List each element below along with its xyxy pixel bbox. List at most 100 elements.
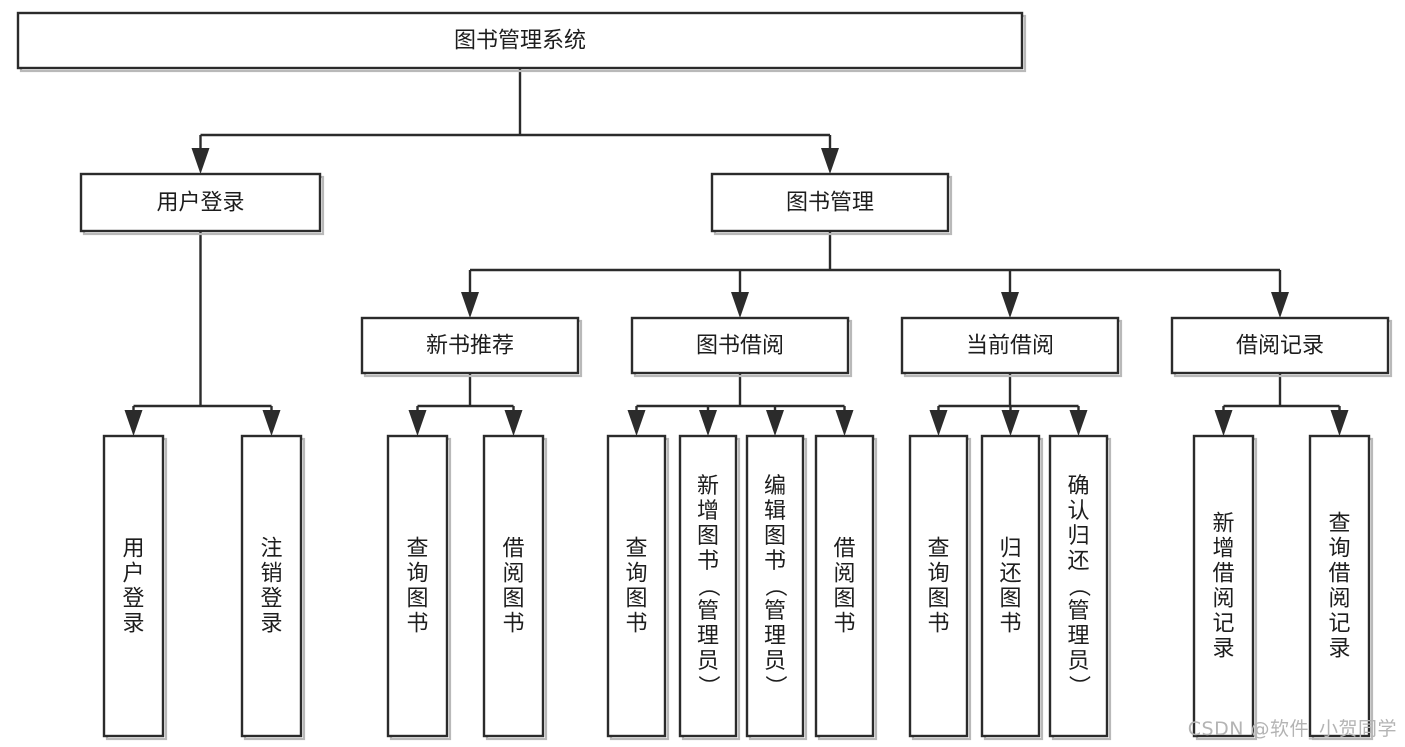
node-leaf-add-book-admin-label-char: 图: [697, 524, 719, 549]
node-leaf-user-login-label-char: 用: [122, 537, 144, 562]
node-leaf-user-login[interactable]: 用户登录: [102, 434, 168, 741]
node-leaf-edit-book-admin-label-char: 理: [764, 624, 786, 649]
node-leaf-return-book-label-char: 归: [999, 537, 1021, 562]
node-current-borrow-box[interactable]: [900, 316, 1120, 375]
arrow-to-leaf-edit-book-admin: [766, 410, 784, 436]
arrow-to-leaf-borrow-book-1: [504, 410, 523, 436]
arrow-to-leaf-query-book-3: [929, 410, 948, 436]
node-leaf-query-borrow-record-label-char: 阅: [1328, 587, 1350, 612]
node-book-manage-label: 图书管理: [786, 191, 874, 216]
node-root-root-label: 图书管理系统: [454, 29, 586, 54]
arrow-to-user-login: [191, 148, 210, 174]
node-leaf-confirm-return-admin-box[interactable]: [1048, 434, 1109, 738]
node-leaf-query-book-3-label-char: 查: [927, 537, 949, 562]
node-leaf-edit-book-admin-label-char: 辑: [764, 499, 786, 524]
node-leaf-confirm-return-admin-label-char: （: [1066, 575, 1091, 597]
node-leaf-query-book-1-box[interactable]: [386, 434, 449, 738]
node-leaf-edit-book-admin-label-char: 书: [764, 549, 786, 574]
node-leaf-confirm-return-admin-label-char: 还: [1067, 549, 1089, 574]
node-leaf-confirm-return-admin-label-char: 认: [1067, 499, 1089, 524]
node-book-manage[interactable]: 图书管理: [710, 172, 953, 236]
node-borrow-record[interactable]: 借阅记录: [1170, 316, 1393, 378]
node-leaf-borrow-book-2-box[interactable]: [814, 434, 875, 738]
node-leaf-return-book-label-char: 书: [999, 612, 1021, 637]
node-book-borrow-box[interactable]: [630, 316, 850, 375]
node-leaf-query-borrow-record-label-char: 查: [1328, 512, 1350, 537]
arrow-to-leaf-add-borrow-record: [1214, 410, 1233, 436]
node-root-root-box[interactable]: [16, 11, 1024, 70]
node-leaf-query-book-2-box[interactable]: [606, 434, 667, 738]
node-book-borrow-label: 图书借阅: [696, 334, 784, 359]
node-leaf-edit-book-admin-label-char: （: [762, 575, 787, 597]
node-new-book-recommend-box[interactable]: [360, 316, 580, 375]
node-borrow-record-box[interactable]: [1170, 316, 1390, 375]
node-borrow-record-label: 借阅记录: [1236, 334, 1324, 359]
node-leaf-borrow-book-2-label-char: 图: [833, 587, 855, 612]
arrow-to-leaf-user-login: [124, 410, 143, 436]
node-leaf-edit-book-admin-label-char: ）: [762, 675, 787, 697]
node-leaf-query-book-1-label-char: 查: [406, 537, 428, 562]
connector-layer: [124, 68, 1349, 436]
arrow-to-leaf-query-book-1: [408, 410, 427, 436]
node-leaf-borrow-book-1-label-char: 借: [502, 537, 524, 562]
node-user-login-box[interactable]: [79, 172, 322, 233]
node-leaf-add-borrow-record-label-char: 阅: [1212, 587, 1234, 612]
node-leaf-query-book-3-label-char: 图: [927, 587, 949, 612]
node-leaf-add-book-admin-label-char: 增: [697, 499, 719, 524]
node-leaf-add-borrow-record-box[interactable]: [1192, 434, 1255, 738]
node-leaf-return-book-label-char: 还: [999, 562, 1021, 587]
node-user-login[interactable]: 用户登录: [79, 172, 325, 236]
node-leaf-logout-login-label-char: 录: [260, 612, 282, 637]
node-book-manage-box[interactable]: [710, 172, 950, 233]
node-leaf-edit-book-admin-label-char: 管: [764, 599, 786, 624]
node-leaf-borrow-book-1-label-char: 阅: [502, 562, 524, 587]
node-leaf-add-book-admin-box[interactable]: [678, 434, 738, 738]
node-layer: 图书管理系统用户登录图书管理新书推荐图书借阅当前借阅借阅记录用户登录注销登录查询…: [16, 11, 1393, 741]
node-leaf-query-book-3-box[interactable]: [908, 434, 969, 738]
node-new-book-recommend[interactable]: 新书推荐: [360, 316, 583, 378]
node-leaf-query-book-1-label-char: 询: [406, 562, 428, 587]
node-leaf-edit-book-admin-label-char: 员: [764, 649, 786, 674]
node-leaf-confirm-return-admin-label-char: 确: [1067, 474, 1089, 499]
node-leaf-borrow-book-1-label-char: 书: [502, 612, 524, 637]
node-leaf-user-login-box[interactable]: [102, 434, 165, 738]
node-leaf-return-book-box[interactable]: [980, 434, 1041, 738]
node-leaf-add-borrow-record-label-char: 录: [1212, 637, 1234, 662]
node-leaf-confirm-return-admin-label-char: 员: [1067, 649, 1089, 674]
node-leaf-add-book-admin-label-char: 书: [697, 549, 719, 574]
node-leaf-user-login-label-char: 户: [122, 562, 144, 587]
node-leaf-logout-login-label-char: 注: [260, 537, 282, 562]
arrow-to-leaf-query-book-2: [627, 410, 646, 436]
node-leaf-borrow-book-2-label-char: 书: [833, 612, 855, 637]
node-leaf-user-login-label-char: 登: [122, 587, 144, 612]
node-book-borrow[interactable]: 图书借阅: [630, 316, 853, 378]
node-leaf-add-borrow-record-label-char: 新: [1212, 512, 1234, 537]
node-leaf-add-book-admin-label-char: 管: [697, 599, 719, 624]
node-root-root[interactable]: 图书管理系统: [16, 11, 1027, 73]
node-leaf-borrow-book-1-box[interactable]: [482, 434, 545, 738]
arrow-to-leaf-borrow-book-2: [835, 410, 854, 436]
node-current-borrow[interactable]: 当前借阅: [900, 316, 1123, 378]
node-leaf-query-borrow-record-box[interactable]: [1308, 434, 1371, 738]
node-leaf-edit-book-admin-box[interactable]: [745, 434, 805, 738]
node-leaf-query-book-1-label-char: 图: [406, 587, 428, 612]
node-leaf-add-borrow-record-label-char: 增: [1212, 537, 1234, 562]
node-leaf-logout-login-box[interactable]: [240, 434, 303, 738]
node-leaf-return-book-label-char: 图: [999, 587, 1021, 612]
node-leaf-add-book-admin-label-char: （: [695, 575, 720, 597]
node-leaf-query-book-3-label-char: 书: [927, 612, 949, 637]
